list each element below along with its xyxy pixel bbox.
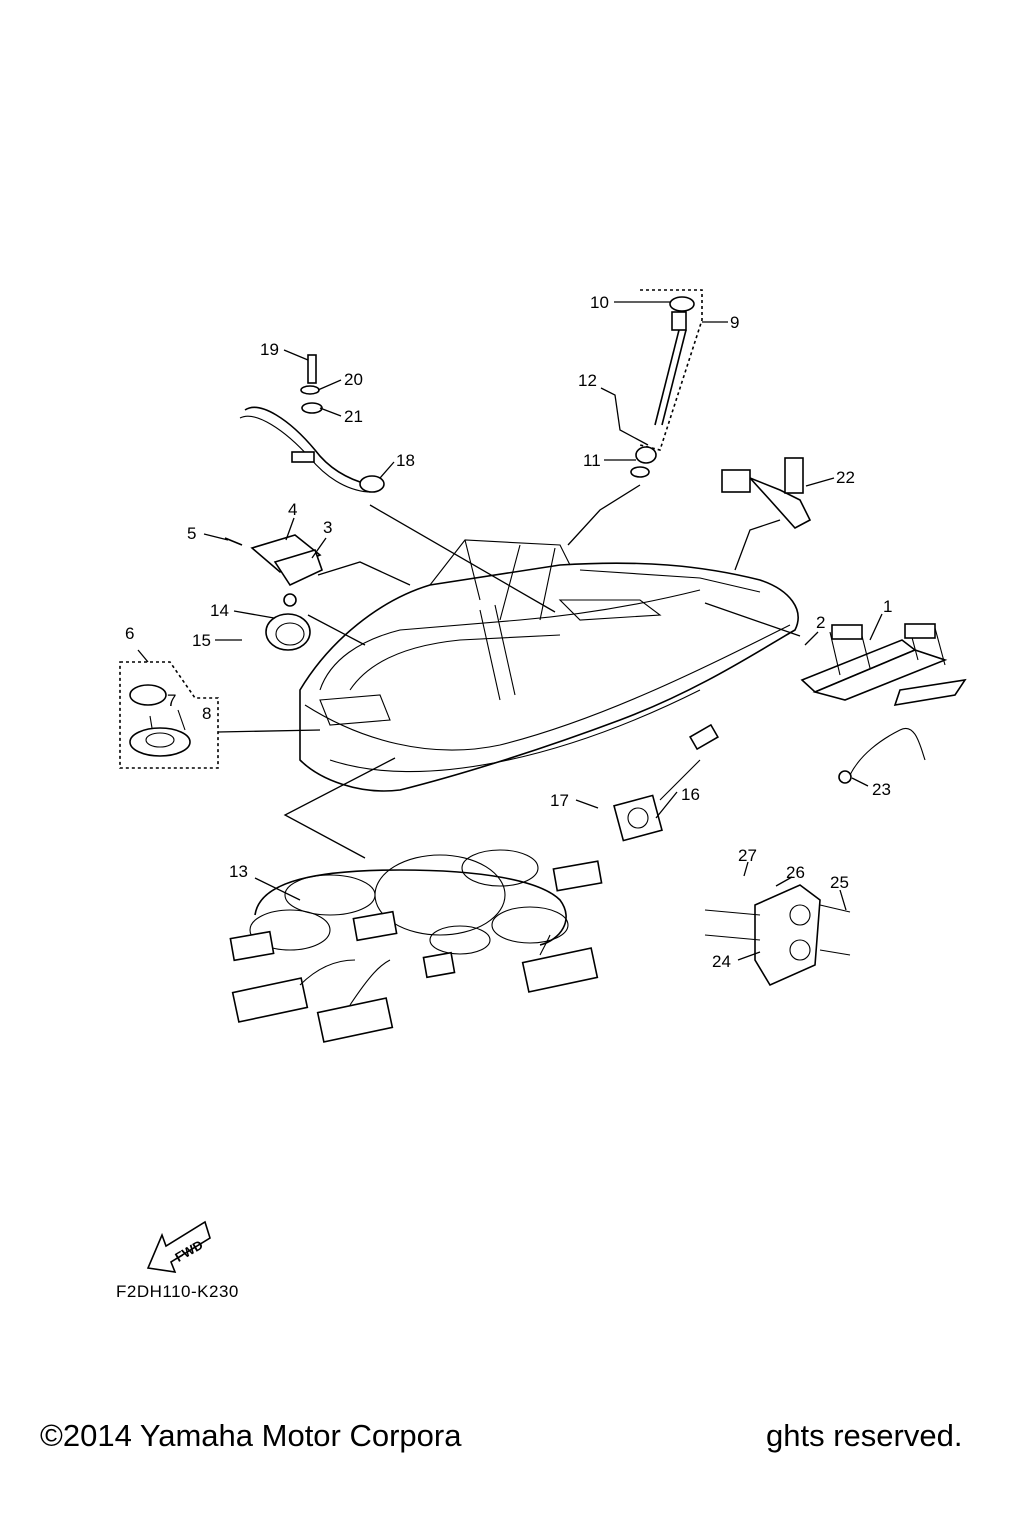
assembly-leaders [217, 484, 801, 859]
label-23: 23 [872, 780, 891, 799]
vent-part-3 [224, 534, 323, 587]
fwd-arrow-icon: FWD [146, 1220, 211, 1273]
label-10: 10 [590, 293, 609, 312]
label-3: 3 [323, 518, 332, 537]
battery-cable-part-23 [849, 727, 926, 776]
copyright-text-left: ©2014 Yamaha Motor Corpora [40, 1418, 462, 1453]
battery-box-part-1 [800, 623, 967, 707]
cable-terminal-part-23 [838, 770, 852, 784]
label-18: 18 [396, 451, 415, 470]
plate-part-16 [613, 723, 719, 842]
copyright-text-right: ghts reserved. [766, 1418, 963, 1453]
label-22: 22 [836, 468, 855, 487]
label-15: 15 [192, 631, 211, 650]
boat-hull [299, 539, 799, 792]
label-14: 14 [210, 601, 229, 620]
label-20: 20 [344, 370, 363, 389]
drawing-code: F2DH110-K230 [116, 1282, 239, 1301]
label-12: 12 [578, 371, 597, 390]
label-9: 9 [730, 313, 739, 332]
part-labels: 1 2 3 4 5 6 7 8 9 10 11 12 13 14 15 16 1… [125, 293, 892, 971]
label-5: 5 [187, 524, 196, 543]
label-2: 2 [816, 613, 825, 632]
wire-harness-part-13 [229, 849, 603, 1043]
label-4: 4 [288, 500, 297, 519]
label-13: 13 [229, 862, 248, 881]
label-26: 26 [786, 863, 805, 882]
label-leaders [137, 301, 883, 961]
bracket-part-24 [704, 884, 851, 987]
label-16: 16 [681, 785, 700, 804]
label-7: 7 [167, 691, 176, 710]
drain-plug-part-6 [119, 661, 219, 769]
label-17: 17 [550, 791, 569, 810]
label-19: 19 [260, 340, 279, 359]
label-6: 6 [125, 624, 134, 643]
sensor-part-22 [721, 457, 812, 530]
label-25: 25 [830, 873, 849, 892]
label-11: 11 [583, 451, 601, 470]
dipstick-assembly-part-9 [630, 289, 703, 478]
label-1: 1 [883, 597, 892, 616]
speaker-ring-part-14 [265, 593, 311, 651]
label-21: 21 [344, 407, 363, 426]
label-8: 8 [202, 704, 211, 723]
label-24: 24 [712, 952, 731, 971]
label-27: 27 [738, 846, 757, 865]
